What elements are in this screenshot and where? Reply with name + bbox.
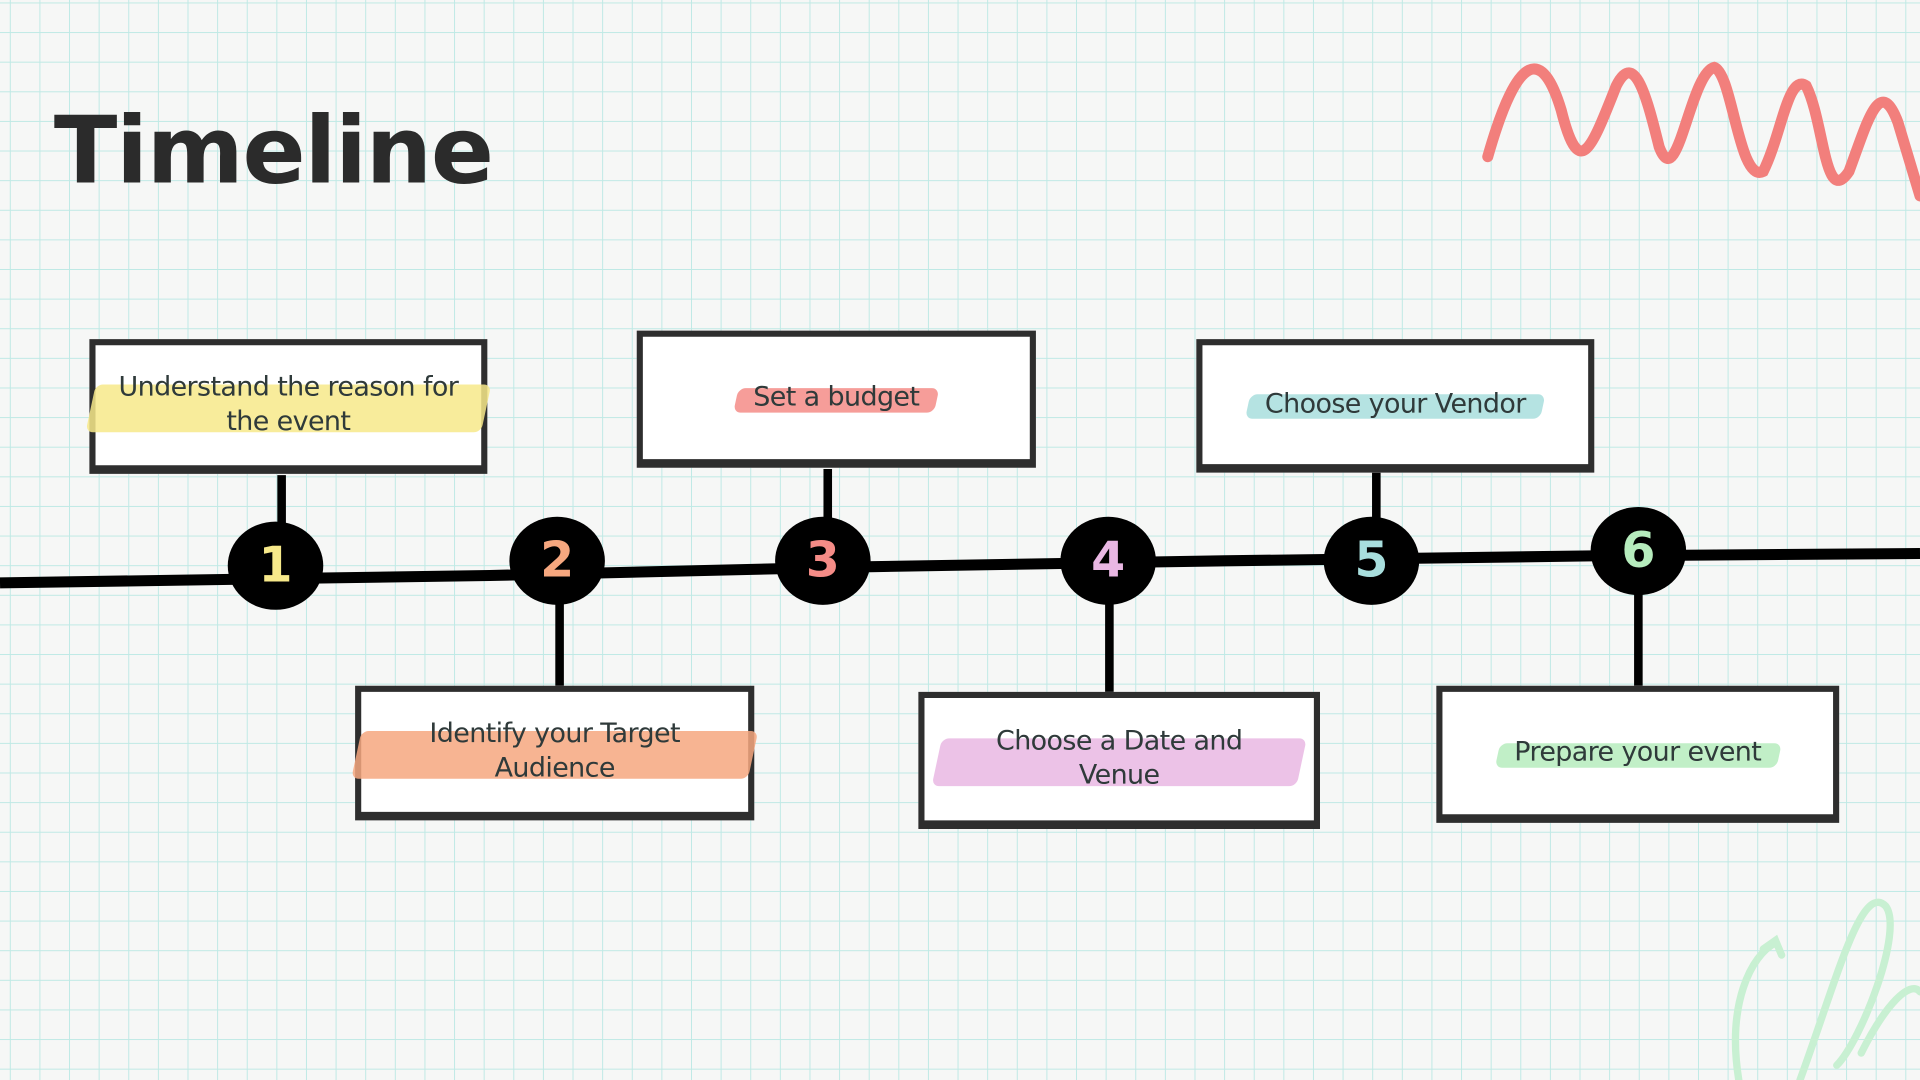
step-box-2: Identify your Target Audience	[355, 685, 755, 821]
step-box-1: Understand the reason for the event	[89, 339, 488, 474]
step-number-6: 6	[1590, 506, 1687, 596]
scribble-decoration	[1731, 898, 1920, 1080]
step-box-4: Choose a Date and Venue	[918, 691, 1321, 829]
squiggle-decoration	[1482, 61, 1920, 202]
connectors	[277, 468, 1643, 695]
step-number-4: 4	[1060, 516, 1156, 605]
step-number-3: 3	[775, 516, 871, 605]
step-box-3: Set a budget	[636, 330, 1036, 468]
step-number-2: 2	[509, 516, 605, 605]
step-number-5: 5	[1323, 516, 1420, 605]
page-title: Timeline	[53, 95, 494, 205]
step-number-1: 1	[227, 521, 324, 610]
step-box-6: Prepare your event	[1436, 685, 1840, 823]
step-box-5: Choose your Vendor	[1196, 339, 1595, 473]
